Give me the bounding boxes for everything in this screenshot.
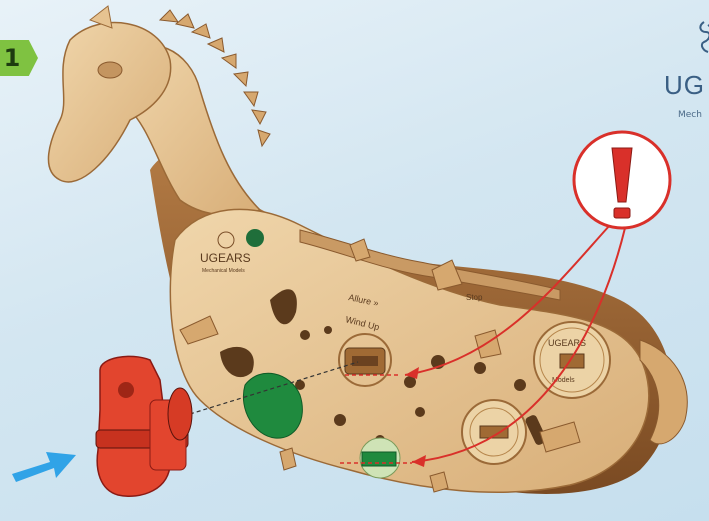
ugears-disc-right: UGEARS Models [534,322,610,398]
wind-up-key-icon [96,356,192,496]
engraved-logo: UGEARS [200,251,251,265]
blue-arrow-icon [12,452,76,482]
horse-head [48,23,170,182]
horse-eye [98,62,122,78]
wind-up-mechanism-lower [360,438,400,478]
warning-callout [574,132,670,228]
engraved-tagline: Mechanical Models [202,268,245,274]
gear-disc-lower [462,400,526,464]
engraved-stop: Stop [466,293,483,302]
